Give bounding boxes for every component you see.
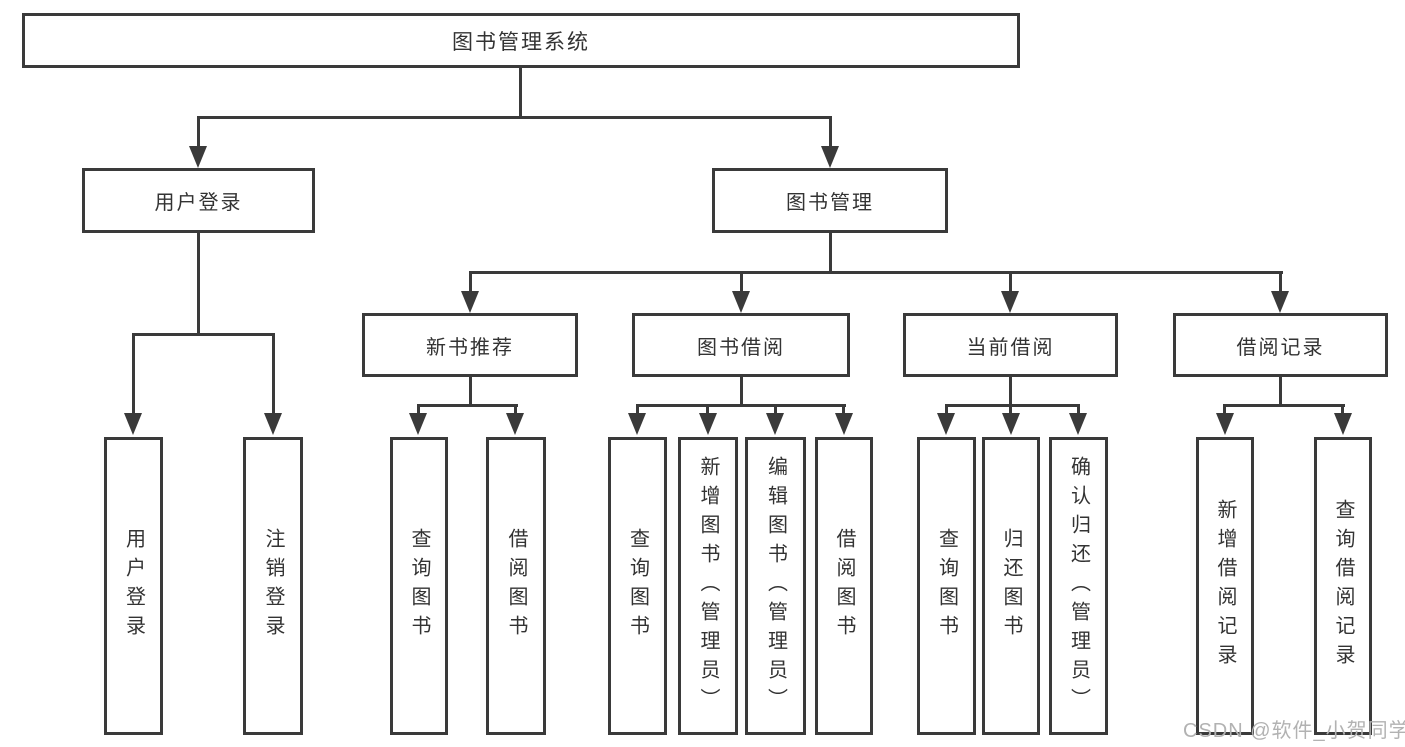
connector-drop: [842, 404, 845, 417]
node-current-query-book-label: 查询图书: [935, 528, 958, 644]
connector-drop-user-login: [197, 116, 200, 148]
node-borrow-borrow-book: 借阅图书: [815, 437, 873, 735]
connector-bar-book-management: [469, 271, 1283, 274]
arrowhead-down-icon: [124, 413, 142, 435]
node-current-confirm-return-admin-label: 确认归还（管理员）: [1067, 455, 1090, 717]
connector-stem-root: [519, 68, 522, 119]
connector-stem-book-management: [829, 233, 832, 274]
arrowhead-down-icon: [835, 413, 853, 435]
arrowhead-down-icon: [732, 291, 750, 313]
arrowhead-down-icon: [1271, 291, 1289, 313]
connector-drop-new-book-recommend: [469, 271, 472, 293]
connector-stem-new-book-recommend: [469, 377, 472, 407]
connector-drop-borrow-record: [1279, 271, 1282, 293]
node-current-confirm-return-admin: 确认归还（管理员）: [1049, 437, 1108, 735]
connector-drop: [1009, 404, 1012, 417]
node-user-login: 用户登录: [82, 168, 315, 233]
connector-drop-leaf-user-login: [132, 333, 135, 415]
arrowhead-down-icon: [461, 291, 479, 313]
arrowhead-down-icon: [1334, 413, 1352, 435]
connector-drop: [417, 404, 420, 417]
arrowhead-down-icon: [937, 413, 955, 435]
connector-drop-book-borrow: [740, 271, 743, 293]
node-book-borrow: 图书借阅: [632, 313, 850, 377]
node-borrow-query-book-label: 查询图书: [626, 528, 649, 644]
node-borrow-add-book-admin: 新增图书（管理员）: [678, 437, 738, 735]
node-borrow-record-label: 借阅记录: [1236, 336, 1325, 359]
node-root-label: 图书管理系统: [452, 30, 590, 54]
connector-stem-user-login: [197, 233, 200, 336]
arrowhead-down-icon: [1069, 413, 1087, 435]
node-leaf-user-login-label: 用户登录: [122, 528, 145, 644]
node-leaf-logout: 注销登录: [243, 437, 303, 735]
node-borrow-add-book-admin-label: 新增图书（管理员）: [697, 455, 719, 717]
connector-drop: [514, 404, 517, 417]
node-record-query-label: 查询借阅记录: [1332, 499, 1354, 673]
connector-drop-leaf-logout: [272, 333, 275, 415]
node-record-query: 查询借阅记录: [1314, 437, 1372, 735]
connector-stem-borrow-record: [1279, 377, 1282, 407]
connector-drop: [706, 404, 709, 417]
node-new-book-recommend: 新书推荐: [362, 313, 578, 377]
node-record-add: 新增借阅记录: [1196, 437, 1254, 735]
node-recommend-borrow-book-label: 借阅图书: [505, 528, 527, 644]
connector-drop: [1223, 404, 1226, 417]
arrowhead-down-icon: [766, 413, 784, 435]
arrowhead-down-icon: [409, 413, 427, 435]
arrowhead-down-icon: [1002, 413, 1020, 435]
connector-bar-borrow-record: [1223, 404, 1345, 407]
node-borrow-edit-book-admin: 编辑图书（管理员）: [745, 437, 806, 735]
csdn-watermark: CSDN @软件_小贺同学: [1183, 720, 1405, 742]
node-current-return-book: 归还图书: [982, 437, 1040, 735]
node-recommend-query-book-label: 查询图书: [408, 528, 430, 644]
arrowhead-down-icon: [264, 413, 282, 435]
connector-bar-book-borrow: [636, 404, 846, 407]
arrowhead-down-icon: [1216, 413, 1234, 435]
node-borrow-record: 借阅记录: [1173, 313, 1388, 377]
node-borrow-query-book: 查询图书: [608, 437, 667, 735]
connector-drop: [1341, 404, 1344, 417]
connector-bar-root: [197, 116, 832, 119]
connector-drop: [945, 404, 948, 417]
connector-drop-current-borrow: [1009, 271, 1012, 293]
connector-drop: [774, 404, 777, 417]
node-borrow-borrow-book-label: 借阅图书: [833, 528, 855, 644]
node-book-borrow-label: 图书借阅: [697, 336, 785, 359]
connector-bar-user-login: [132, 333, 275, 336]
node-leaf-logout-label: 注销登录: [262, 528, 284, 644]
connector-drop: [1077, 404, 1080, 417]
connector-bar-new-book-recommend: [417, 404, 518, 407]
arrowhead-down-icon: [506, 413, 524, 435]
connector-drop: [636, 404, 639, 417]
arrowhead-down-icon: [699, 413, 717, 435]
node-user-login-label: 用户登录: [154, 192, 243, 214]
connector-drop-book-management: [829, 116, 832, 148]
connector-bar-current-borrow: [945, 404, 1080, 407]
connector-stem-book-borrow: [740, 377, 743, 407]
connector-stem-current-borrow: [1009, 377, 1012, 407]
arrowhead-down-icon: [189, 146, 207, 168]
node-recommend-borrow-book: 借阅图书: [486, 437, 546, 735]
node-book-management-label: 图书管理: [786, 192, 874, 214]
node-new-book-recommend-label: 新书推荐: [426, 336, 514, 359]
node-leaf-user-login: 用户登录: [104, 437, 163, 735]
node-recommend-query-book: 查询图书: [390, 437, 448, 735]
node-book-management: 图书管理: [712, 168, 948, 233]
node-current-return-book-label: 归还图书: [1000, 528, 1022, 644]
node-current-borrow: 当前借阅: [903, 313, 1118, 377]
arrowhead-down-icon: [1001, 291, 1019, 313]
node-record-add-label: 新增借阅记录: [1214, 499, 1236, 673]
arrowhead-down-icon: [821, 146, 839, 168]
node-current-borrow-label: 当前借阅: [966, 336, 1055, 359]
arrowhead-down-icon: [628, 413, 646, 435]
node-current-query-book: 查询图书: [917, 437, 976, 735]
node-borrow-edit-book-admin-label: 编辑图书（管理员）: [764, 455, 787, 717]
node-root: 图书管理系统: [22, 13, 1020, 68]
